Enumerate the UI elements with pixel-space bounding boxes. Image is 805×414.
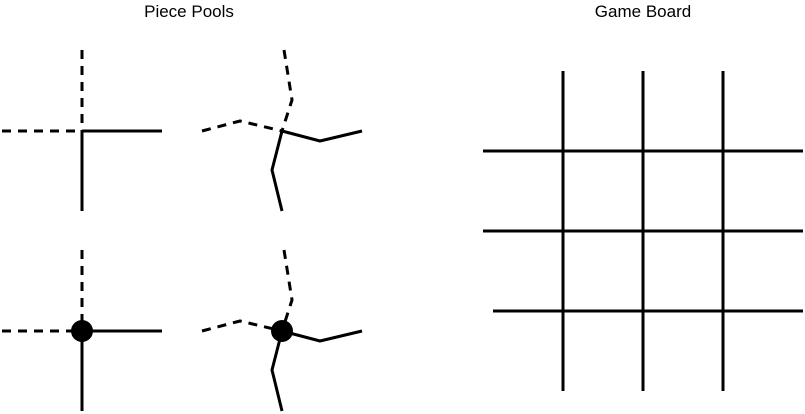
piece-pools-title: Piece Pools: [144, 2, 234, 21]
piece-straight-corner: [2, 50, 162, 211]
piece-curved-node-dashed-left: [201, 319, 283, 333]
piece-curved-corner-dashed-upper: [280, 49, 294, 132]
game-board: [483, 71, 803, 391]
piece-curved-node-dashed-upper: [280, 249, 294, 332]
piece-curved-corner: [201, 49, 363, 212]
piece-curved-corner-solid-right: [281, 129, 363, 143]
piece-curved-node-solid-lower: [270, 330, 284, 412]
piece-curved-node-solid-right: [281, 329, 363, 343]
piece-curved-node-dot: [271, 320, 293, 342]
game-board-title: Game Board: [594, 2, 692, 21]
piece-straight-node-dot: [71, 320, 93, 342]
piece-curved-corner-solid-lower: [270, 130, 284, 212]
piece-curved-corner-dashed-left: [201, 119, 283, 133]
piece-straight-corner-with-node: [2, 250, 162, 411]
piece-curved-corner-with-node: [201, 249, 363, 412]
